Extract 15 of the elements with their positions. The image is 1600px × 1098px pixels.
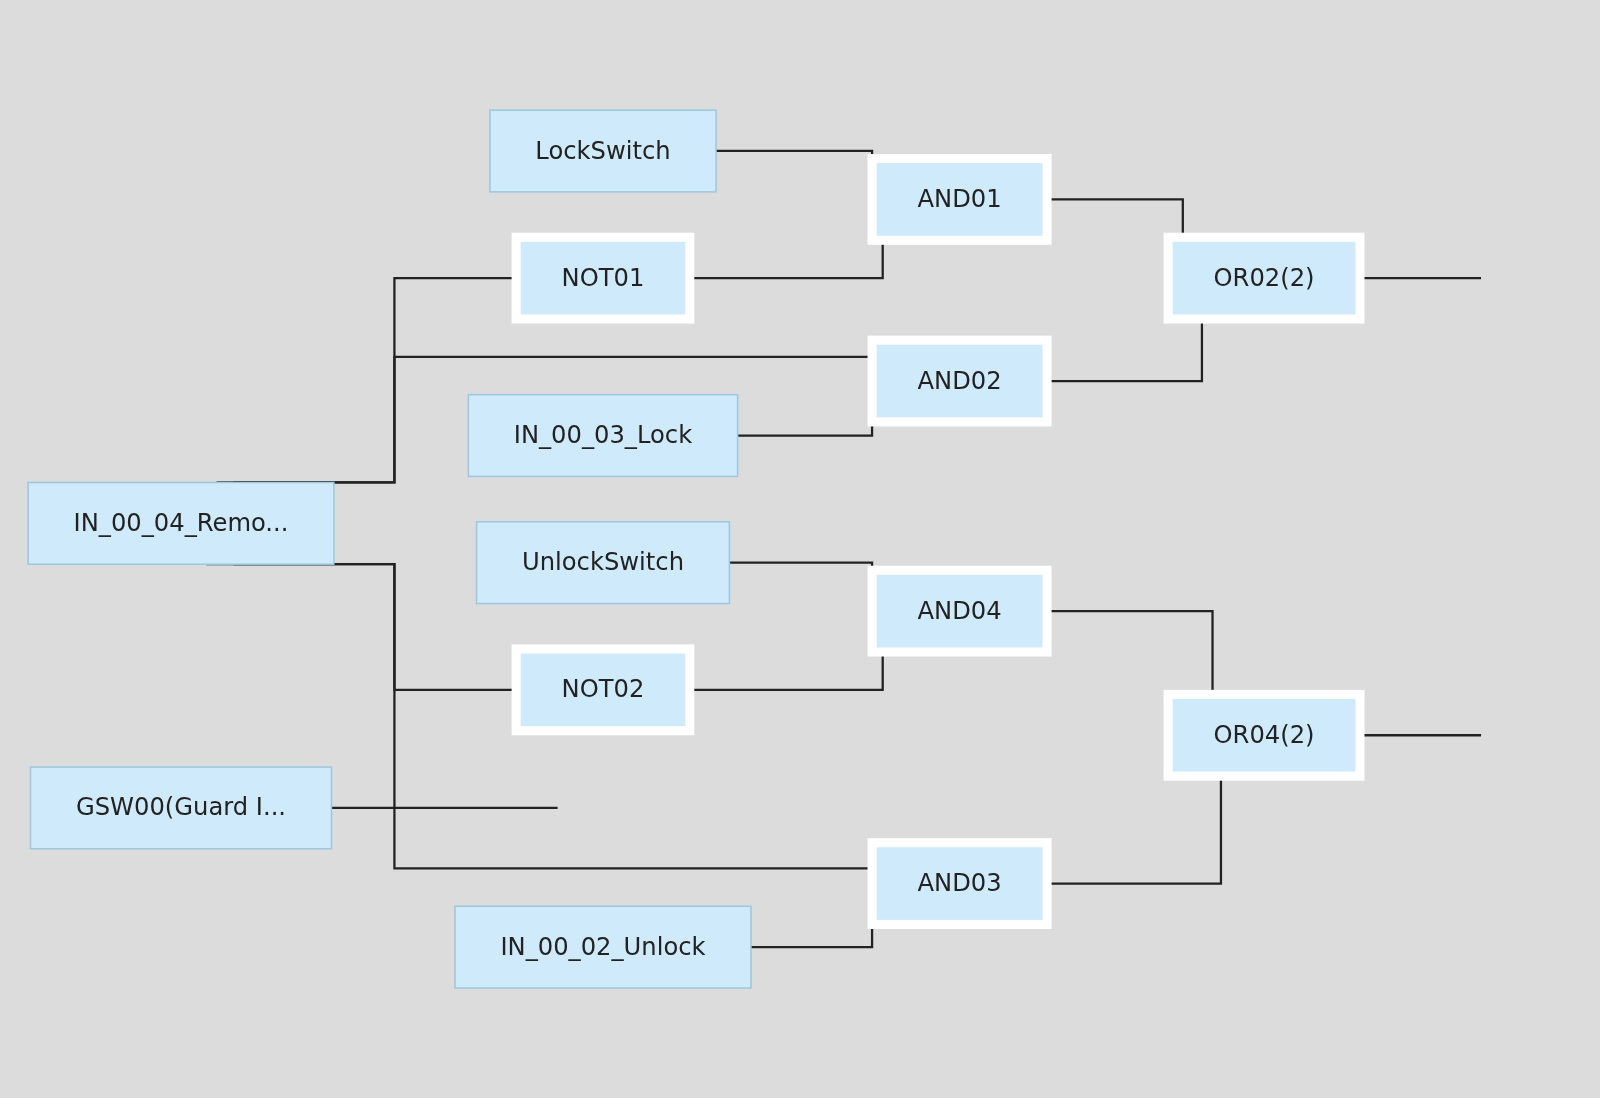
node-box: AND03	[867, 838, 1052, 929]
node-box: UnlockSwitch	[475, 521, 731, 605]
connector	[331, 806, 559, 809]
node-box: IN_00_03_Lock	[467, 393, 739, 478]
node-box: NOT01	[511, 232, 695, 324]
node-box: AND01	[867, 153, 1052, 245]
node-box: GSW00(Guard I...	[29, 766, 333, 850]
node-box: NOT02	[511, 644, 695, 736]
node-box: OR04(2)	[1163, 689, 1365, 781]
node-box: AND02	[867, 335, 1052, 427]
node-box: LockSwitch	[489, 109, 717, 193]
node-box: OR02(2)	[1163, 232, 1365, 324]
node-box: AND04	[867, 565, 1052, 657]
node-box: IN_00_04_Remo...	[27, 481, 335, 565]
node-box: IN_00_02_Unlock	[454, 905, 752, 989]
